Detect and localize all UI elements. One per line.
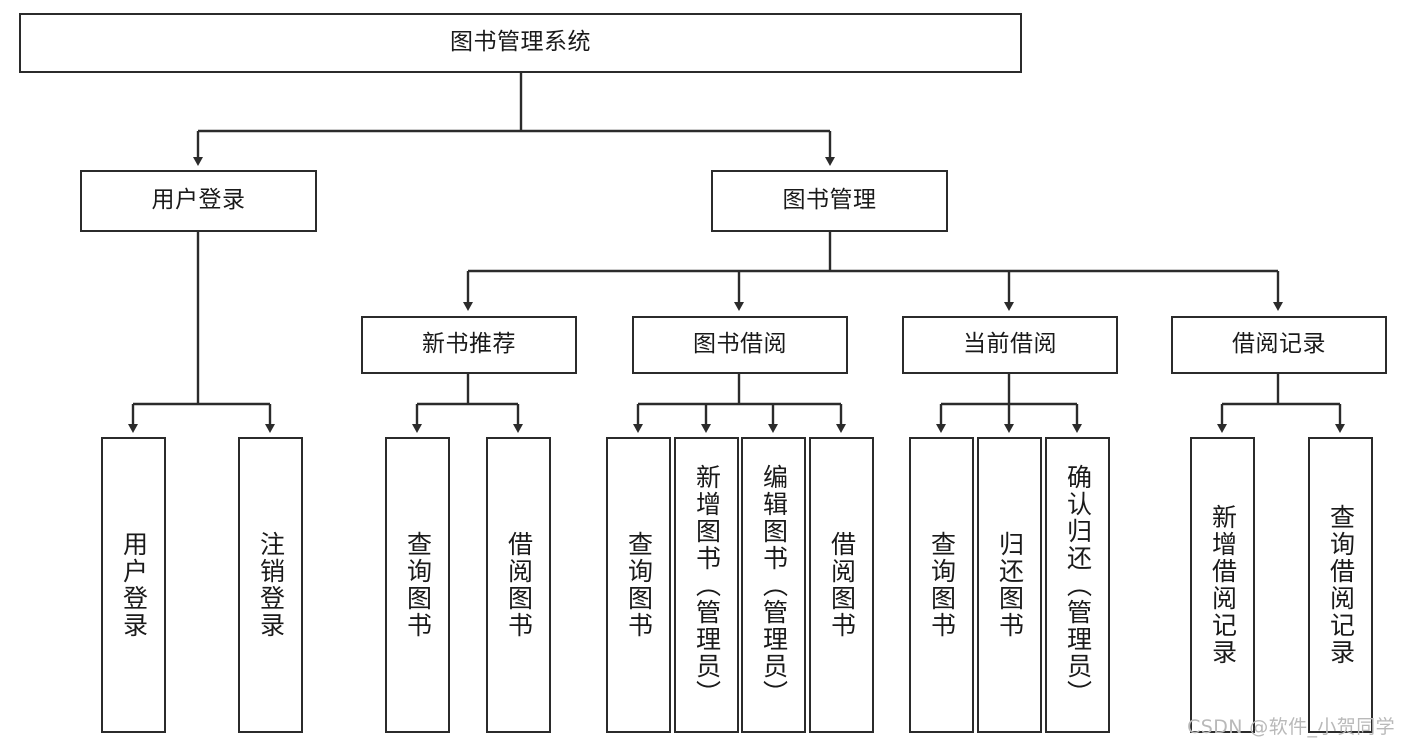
node-label: 图书管理系统 [450, 29, 591, 56]
leaf-add-borrow-record[interactable]: 新增借阅记录 [1190, 437, 1255, 733]
leaf-add-book-admin[interactable]: 新增图书（管理员） [674, 437, 739, 733]
node-current-borrowing[interactable]: 当前借阅 [902, 316, 1118, 374]
node-new-book-recommendation[interactable]: 新书推荐 [361, 316, 577, 374]
node-label: 图书借阅 [693, 331, 787, 358]
node-label: 借阅图书 [504, 531, 534, 639]
leaf-query-book-recommendation[interactable]: 查询图书 [385, 437, 450, 733]
node-label: 归还图书 [995, 531, 1025, 639]
leaf-user-login[interactable]: 用户登录 [101, 437, 166, 733]
node-book-management[interactable]: 图书管理 [711, 170, 948, 232]
node-root-book-management-system[interactable]: 图书管理系统 [19, 13, 1022, 73]
leaf-borrow-book-borrowing[interactable]: 借阅图书 [809, 437, 874, 733]
node-label: 借阅图书 [827, 531, 857, 639]
node-label: 新增借阅记录 [1208, 504, 1238, 666]
leaf-return-book[interactable]: 归还图书 [977, 437, 1042, 733]
leaf-edit-book-admin[interactable]: 编辑图书（管理员） [741, 437, 806, 733]
node-label: 图书管理 [782, 187, 877, 214]
node-label: 查询图书 [403, 531, 433, 639]
leaf-borrow-book-recommendation[interactable]: 借阅图书 [486, 437, 551, 733]
node-label: 确认归还（管理员） [1063, 463, 1093, 707]
node-label: 编辑图书（管理员） [759, 463, 789, 707]
leaf-query-borrow-record[interactable]: 查询借阅记录 [1308, 437, 1373, 733]
node-label: 查询图书 [624, 531, 654, 639]
node-user-login[interactable]: 用户登录 [80, 170, 317, 232]
leaf-query-book-current[interactable]: 查询图书 [909, 437, 974, 733]
csdn-watermark: CSDN @软件_小贺同学 [1187, 716, 1395, 738]
node-label: 新书推荐 [422, 331, 516, 358]
node-label: 用户登录 [151, 187, 246, 214]
node-label: 当前借阅 [963, 331, 1057, 358]
node-label: 用户登录 [119, 531, 149, 639]
node-book-borrowing[interactable]: 图书借阅 [632, 316, 848, 374]
leaf-query-book-borrowing[interactable]: 查询图书 [606, 437, 671, 733]
node-label: 注销登录 [256, 531, 286, 639]
leaf-user-logout[interactable]: 注销登录 [238, 437, 303, 733]
node-borrow-records[interactable]: 借阅记录 [1171, 316, 1387, 374]
node-label: 查询图书 [927, 531, 957, 639]
node-label: 借阅记录 [1232, 331, 1326, 358]
node-label: 新增图书（管理员） [692, 463, 722, 707]
node-label: 查询借阅记录 [1326, 504, 1356, 666]
leaf-confirm-return-admin[interactable]: 确认归还（管理员） [1045, 437, 1110, 733]
